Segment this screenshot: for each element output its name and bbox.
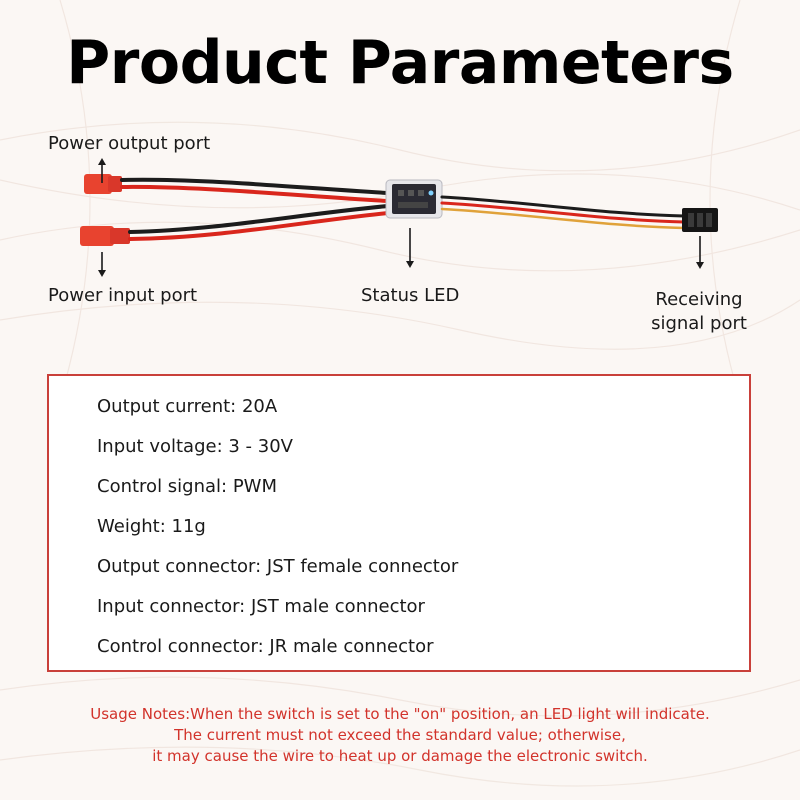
spec-control-connector: Control connector: JR male connector (97, 636, 434, 657)
power-input-port-label: Power input port (48, 285, 198, 306)
down-arrow-icon (406, 228, 414, 268)
power-output-port-label: Power output port (48, 133, 211, 154)
usage-notes-line3: it may cause the wire to heat up or dama… (152, 747, 648, 765)
receiving-signal-connector (682, 208, 718, 232)
output-wires (120, 177, 390, 203)
receiving-label-line1: Receiving (655, 289, 743, 310)
spec-weight: Weight: 11g (97, 516, 206, 537)
down-arrow-icon (696, 236, 704, 269)
down-arrow-icon (98, 252, 106, 277)
switch-module (385, 179, 443, 219)
product-illustration (80, 158, 718, 277)
signal-wires (440, 195, 686, 230)
up-arrow-icon (98, 158, 106, 183)
spec-input-voltage: Input voltage: 3 - 30V (97, 436, 293, 457)
specifications-panel: Output current: 20A Input voltage: 3 - 3… (47, 374, 751, 672)
receiving-signal-port-label: Receiving signal port (640, 288, 758, 336)
power-input-connector (80, 226, 130, 246)
spec-input-connector: Input connector: JST male connector (97, 596, 425, 617)
spec-output-connector: Output connector: JST female connector (97, 556, 459, 577)
receiving-label-line2: signal port (651, 313, 747, 334)
usage-notes-line1: Usage Notes:When the switch is set to th… (90, 705, 710, 723)
usage-notes: Usage Notes:When the switch is set to th… (0, 704, 800, 767)
status-led-icon (428, 190, 434, 196)
status-led-label: Status LED (361, 285, 460, 306)
usage-notes-line2: The current must not exceed the standard… (174, 726, 626, 744)
spec-control-signal: Control signal: PWM (97, 476, 277, 497)
spec-output-current: Output current: 20A (97, 396, 278, 417)
power-output-connector (84, 174, 122, 194)
input-wires (128, 204, 390, 241)
specifications-list: Output current: 20A Input voltage: 3 - 3… (97, 396, 458, 676)
page-title: Product Parameters (66, 28, 734, 98)
